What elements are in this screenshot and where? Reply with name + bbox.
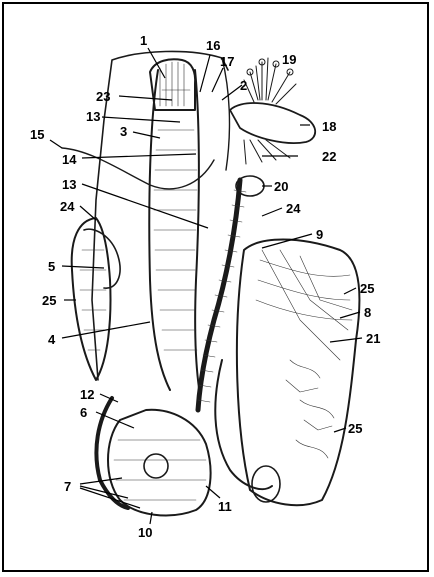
trunk-shading (153, 89, 198, 351)
label-24-left: 24 (60, 199, 75, 214)
label-15: 15 (30, 127, 44, 142)
lower-cluster-shading (113, 439, 207, 501)
label-20: 20 (274, 179, 288, 194)
anatomy-drawing (61, 50, 361, 517)
label-18: 18 (322, 119, 336, 134)
label-12: 12 (80, 387, 94, 402)
label-25-right-bottom: 25 (348, 421, 362, 436)
tuft-bud (258, 58, 266, 66)
ovoid-organ (251, 465, 281, 503)
label-21: 21 (366, 331, 380, 346)
label-4: 4 (48, 332, 56, 347)
label-1: 1 (140, 33, 147, 48)
label-25-right-top: 25 (360, 281, 374, 296)
body-outline (91, 50, 229, 381)
body-wall-right (221, 57, 231, 171)
label-13-upper: 13 (86, 109, 100, 124)
coil-rings (197, 189, 247, 403)
label-13-lower: 13 (62, 177, 76, 192)
left-fold (83, 228, 121, 289)
label-5: 5 (48, 259, 55, 274)
tuft-19 (243, 57, 297, 105)
label-24-right: 24 (286, 201, 301, 216)
right-mass-cells (285, 359, 335, 459)
label-6: 6 (80, 405, 87, 420)
number-labels: 1 16 17 19 2 23 13 18 3 15 22 14 13 20 2… (30, 33, 380, 540)
lower-right-tube (214, 359, 273, 491)
head-structure (149, 58, 197, 111)
label-9: 9 (316, 227, 323, 242)
coiled-tube (195, 177, 243, 413)
lower-cluster (107, 408, 212, 517)
label-17: 17 (220, 54, 234, 69)
label-14: 14 (62, 152, 77, 167)
leader-lines (49, 47, 363, 525)
label-11: 11 (218, 499, 232, 514)
label-16: 16 (206, 38, 220, 53)
left-lobe (70, 217, 112, 381)
label-25-left: 25 (42, 293, 56, 308)
figure-frame (2, 2, 429, 572)
tuft-bud (286, 68, 294, 76)
label-3: 3 (120, 124, 127, 139)
label-2: 2 (240, 78, 247, 93)
label-23: 23 (96, 89, 110, 104)
left-lobe-shading (79, 249, 107, 351)
head-shading (159, 61, 185, 107)
duct-15 (61, 147, 215, 190)
round-organ (143, 453, 169, 479)
label-19: 19 (282, 52, 296, 67)
label-7: 7 (64, 479, 71, 494)
label-8: 8 (364, 305, 371, 320)
gland-18 (229, 102, 316, 144)
tuft-bud (246, 68, 254, 76)
central-trunk (148, 69, 201, 396)
branch-22 (243, 139, 291, 165)
label-10: 10 (138, 525, 152, 540)
right-mass-veins (255, 249, 353, 361)
tuft-bud (272, 60, 280, 68)
coiled-duct-12 (94, 396, 130, 510)
right-mass (235, 238, 361, 507)
label-22: 22 (322, 149, 336, 164)
